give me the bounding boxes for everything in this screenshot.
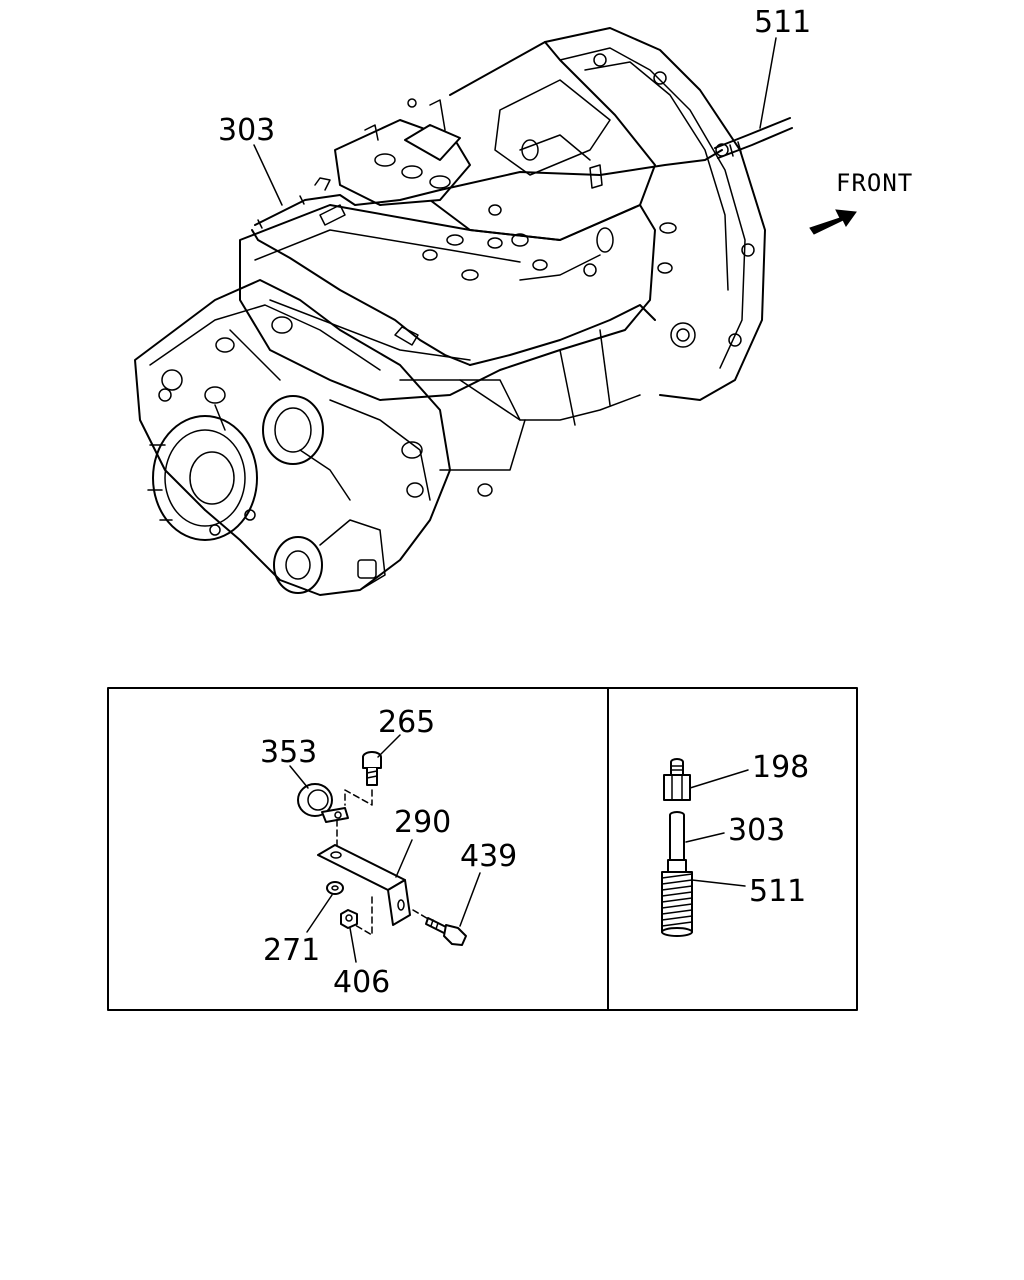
fitting-198-icon: [663, 758, 691, 801]
transmission-assembly-illustration: [134, 27, 793, 596]
callout-label: 406: [333, 965, 390, 1000]
detail-callout-198: 198: [689, 750, 809, 789]
clip-bracket-detail: [297, 751, 467, 946]
front-indicator: FRONT: [809, 169, 913, 235]
callout-label: 198: [752, 750, 809, 785]
nut-406-icon: [340, 909, 358, 929]
detail-callout-303: 303: [685, 813, 785, 848]
detail-callout-265: 265: [377, 705, 435, 758]
front-arrow-icon: [809, 209, 857, 235]
main-callout-511: 511: [754, 5, 811, 129]
detail-callout-290: 290: [394, 805, 451, 878]
callout-label: 265: [378, 705, 435, 740]
detail-callout-353: 353: [260, 735, 317, 789]
callout-label: 303: [218, 113, 275, 148]
detail-callout-406: 406: [333, 927, 390, 1000]
detail-callout-511: 511: [691, 874, 806, 909]
callout-label: 353: [260, 735, 317, 770]
callout-label: 290: [394, 805, 451, 840]
callout-label: 271: [263, 933, 320, 968]
bolt-265-icon: [362, 751, 382, 786]
detail-callout-439: 439: [459, 839, 517, 927]
bolt-439-icon: [425, 917, 467, 946]
main-callout-303: 303: [218, 113, 283, 206]
detail-box: [107, 687, 858, 1011]
spring-guard-511-icon: [661, 859, 693, 937]
callout-label: 303: [728, 813, 785, 848]
callout-label: 439: [460, 839, 517, 874]
pipe-303-icon: [669, 811, 685, 861]
callout-label: 511: [754, 5, 811, 40]
clip-353-icon: [297, 783, 349, 823]
callout-label: 511: [749, 874, 806, 909]
bracket-290-icon: [317, 844, 411, 926]
detail-callout-271: 271: [263, 894, 333, 968]
front-label: FRONT: [836, 169, 913, 197]
washer-271-icon: [326, 881, 344, 895]
pipe-fitting-detail: [661, 758, 693, 937]
